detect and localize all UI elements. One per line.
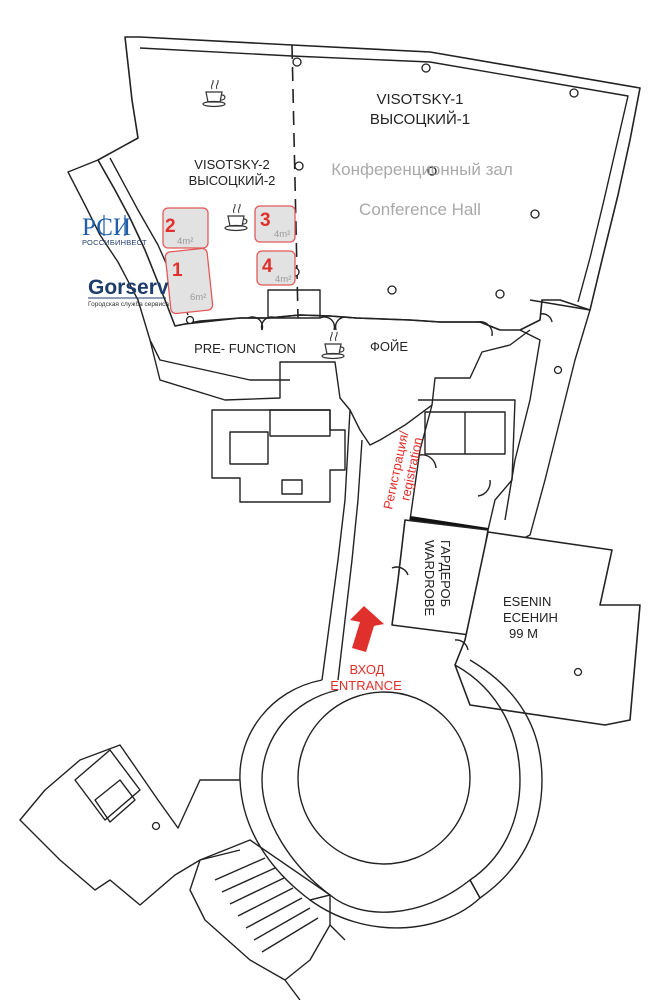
esenin-room <box>454 531 641 726</box>
rotunda-base <box>309 879 481 929</box>
booth-area: 6m² <box>190 292 206 303</box>
esenin-label: ESENIN <box>503 594 551 609</box>
esenin-capacity: 99 М <box>509 626 538 641</box>
conference-hall-label-ru: Конференционный зал <box>331 160 513 179</box>
stairs-base <box>284 924 346 1000</box>
booth-2[interactable]: 2 4m² <box>162 207 209 249</box>
booth-1[interactable]: 1 6m² <box>164 247 214 315</box>
coffee-cup-icon <box>321 331 345 360</box>
sponsor-name: РСИ <box>82 214 131 241</box>
booth-area: 4m² <box>177 236 193 247</box>
wardrobe-label-ru: ГАРДЕРОБ <box>438 540 453 607</box>
sponsor-logo-rsi: РСИ РОССИБИНВЕСТ <box>82 214 147 247</box>
southwest-wing-inner <box>74 749 141 821</box>
wardrobe-room <box>391 519 489 636</box>
entrance-arrow-icon <box>350 606 384 652</box>
entrance-label-en: ENTRANCE <box>330 678 402 693</box>
corridor-west-wall <box>321 409 351 681</box>
foyer-label: ФОЙЕ <box>370 339 408 354</box>
conference-hall-label-en: Conference Hall <box>359 200 481 219</box>
coffee-cup-icon <box>202 79 226 108</box>
stairs-outline <box>189 839 331 981</box>
southwest-wing <box>19 744 241 906</box>
booth-number: 1 <box>172 260 183 281</box>
booth-number: 3 <box>260 210 271 231</box>
southwest-wing-inner2 <box>94 779 136 823</box>
service-room-small <box>229 431 269 465</box>
booth-3[interactable]: 3 4m² <box>254 205 296 243</box>
coffee-cup-icon <box>224 203 248 232</box>
sponsor-logo-gorserv: Gorserv Городская служба сервиса <box>88 276 169 308</box>
columns <box>151 57 583 831</box>
restroom-outer <box>409 399 516 531</box>
east-service-block-inner <box>504 329 541 521</box>
doors <box>247 313 553 651</box>
stage-recess <box>267 289 321 319</box>
wardrobe-label-en: WARDROBE <box>422 540 437 616</box>
rotunda-center <box>297 691 471 865</box>
booth-area: 4m² <box>275 274 291 285</box>
esenin-label-ru: ЕСЕНИН <box>503 610 558 625</box>
booth-area: 4m² <box>274 229 290 240</box>
prefunction-wall <box>174 314 501 331</box>
visotsky2-label-ru: ВЫСОЦКИЙ-2 <box>189 173 276 188</box>
service-room-small3 <box>281 479 303 495</box>
foyer-outline <box>149 329 531 446</box>
corridor-west-wall-inner <box>337 439 363 681</box>
sponsor-caption: Городская служба сервиса <box>88 300 169 308</box>
entrance-label-ru: ВХОД <box>350 662 385 677</box>
stairs-treads <box>214 857 319 953</box>
visotsky1-label-ru: ВЫСОЦКИЙ-1 <box>370 110 470 128</box>
prefunction-label: PRE- FUNCTION <box>194 341 296 356</box>
east-service-block <box>519 299 591 541</box>
sponsor-name: Gorserv <box>88 276 169 299</box>
booth-number: 2 <box>165 216 176 237</box>
sponsor-caption: РОССИБИНВЕСТ <box>82 238 147 247</box>
conference-hall-inner-wall <box>139 47 629 303</box>
west-wing-wall <box>67 159 290 381</box>
service-room-west <box>211 409 346 503</box>
booth-4[interactable]: 4 4m² <box>256 250 296 286</box>
service-room-small2 <box>269 409 331 437</box>
visotsky2-label: VISOTSKY-2 <box>194 157 269 172</box>
visotsky1-label: VISOTSKY-1 <box>377 91 464 108</box>
booth-number: 4 <box>262 256 273 277</box>
